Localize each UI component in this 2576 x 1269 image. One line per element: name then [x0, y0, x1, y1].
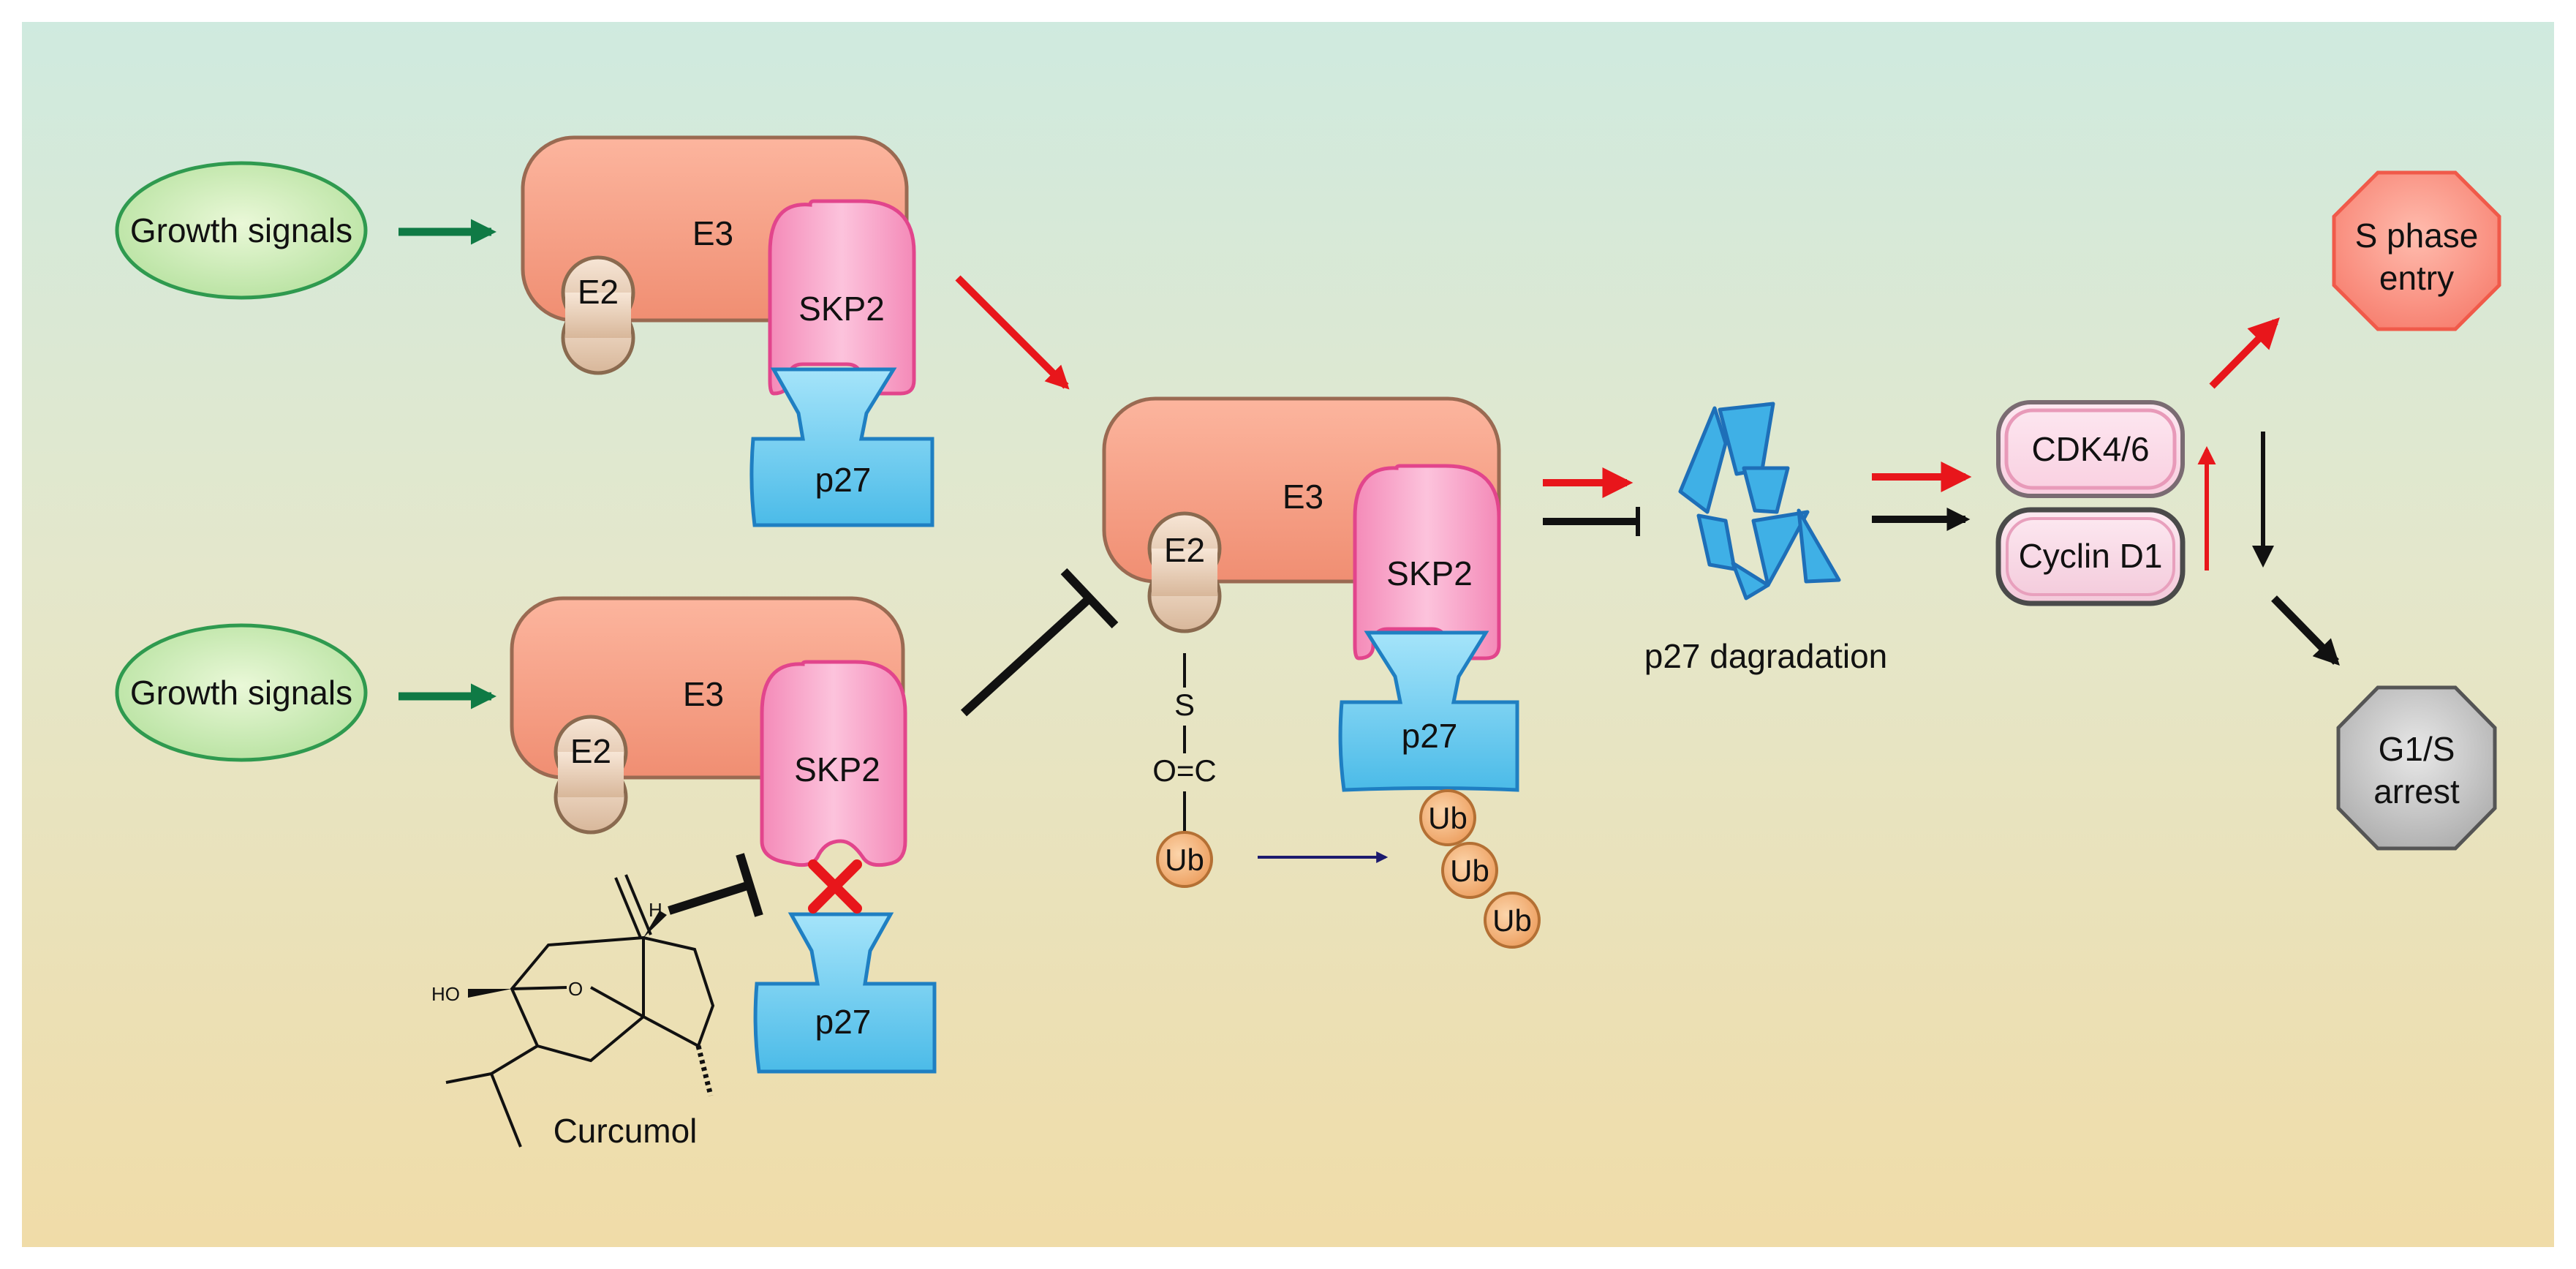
h-wedge-bond: [643, 911, 667, 938]
p27-protein: [1338, 630, 1519, 792]
s-phase-label-line1: S phase: [2355, 216, 2479, 255]
growth-signals-label: Growth signals: [130, 674, 352, 712]
e3-label: E3: [683, 675, 724, 713]
thioester-oc-label: O=C: [1152, 753, 1217, 788]
ubiquitin-label: Ub: [1492, 903, 1532, 938]
e3-complex-top: E3 SKP2 p27 E2: [521, 135, 934, 527]
e3-label: E3: [692, 214, 733, 252]
g1s-arrest-octagon: G1/S arrest: [2336, 685, 2497, 851]
background-panel: [22, 22, 2554, 1247]
curcumol-label: Curcumol: [554, 1112, 698, 1150]
ubiquitin-chain-unit: Ub: [1484, 892, 1541, 949]
p27-protein: [753, 912, 937, 1074]
p27-fragments-icon: [1678, 402, 1841, 600]
e3-complex-center: E3 SKP2 p27 E2: [1102, 396, 1519, 792]
growth-signals-oval: [115, 623, 368, 762]
ubiquitin-chain-unit: Ub: [1441, 842, 1498, 899]
p27-label: p27: [815, 461, 872, 499]
ubiquitin-label: Ub: [1450, 854, 1489, 888]
curcumol-inhibition-arrow: [668, 853, 763, 917]
e3-complex-bottom: E3 SKP2 p27 E2: [510, 596, 937, 1074]
growth-signals-oval: [115, 161, 368, 300]
e2-enzyme-body: [1147, 511, 1222, 633]
e2-label: E2: [578, 273, 619, 311]
g1s-label-line2: arrest: [2373, 772, 2460, 810]
p27-label: p27: [1402, 717, 1458, 755]
p27-degradation-label: p27 dagradation: [1644, 637, 1888, 675]
p27-label: p27: [815, 1003, 872, 1041]
cdk46-box: CDK4/6: [1996, 400, 2185, 498]
curcumol-structure: [445, 874, 715, 1148]
curcumol-atom-h: H: [649, 899, 662, 921]
skp2-label: SKP2: [798, 290, 885, 328]
skp2-label: SKP2: [1386, 554, 1473, 592]
p27-protein: [749, 367, 934, 527]
g1s-label-line1: G1/S: [2379, 730, 2455, 768]
s-phase-entry-octagon: S phase entry: [2332, 170, 2501, 331]
skp2-label: SKP2: [794, 750, 880, 788]
blocked-binding-x-icon: [808, 859, 862, 914]
growth-signals-bottom: Growth signals: [115, 623, 368, 762]
growth-signals-top: Growth signals: [115, 161, 368, 300]
e2-enzyme-body: [554, 715, 628, 835]
ubiquitin-chain-unit: Ub: [1419, 789, 1476, 846]
ubiquitin-free: Ub: [1156, 831, 1213, 888]
curcumol-atom-o: O: [568, 978, 583, 1000]
e2-label: E2: [1164, 531, 1205, 569]
arrow-to-g1s-arrest: [2271, 595, 2340, 666]
skp2-protein: [760, 660, 907, 867]
ho-wedge-bond: [468, 989, 512, 998]
thioester-linkage: S O=C: [1152, 653, 1217, 832]
polyubiquitin-chain: Ub Ub Ub: [1419, 789, 1541, 949]
ubiquitin-label: Ub: [1165, 843, 1204, 877]
cdk46-label: CDK4/6: [2031, 430, 2149, 468]
e2-label: E2: [570, 732, 611, 770]
ubiquitin-label: Ub: [1428, 801, 1468, 835]
cyclin-d1-box: Cyclin D1: [1995, 507, 2186, 606]
growth-signals-label: Growth signals: [130, 211, 352, 249]
inhibition-arrow-bottom-to-center: [960, 568, 1119, 717]
e3-label: E3: [1283, 478, 1323, 516]
curcumol-atom-ho: HO: [431, 983, 460, 1005]
cyclin-d1-label: Cyclin D1: [2019, 537, 2163, 575]
e2-enzyme-body: [561, 255, 635, 375]
activation-arrow-to-s-phase: [2209, 317, 2280, 389]
activation-arrow-top-to-center: [955, 275, 1070, 390]
inhibition-arrow-to-degradation: [1543, 507, 1640, 536]
thioester-s-label: S: [1174, 688, 1195, 722]
s-phase-label-line2: entry: [2379, 259, 2454, 297]
